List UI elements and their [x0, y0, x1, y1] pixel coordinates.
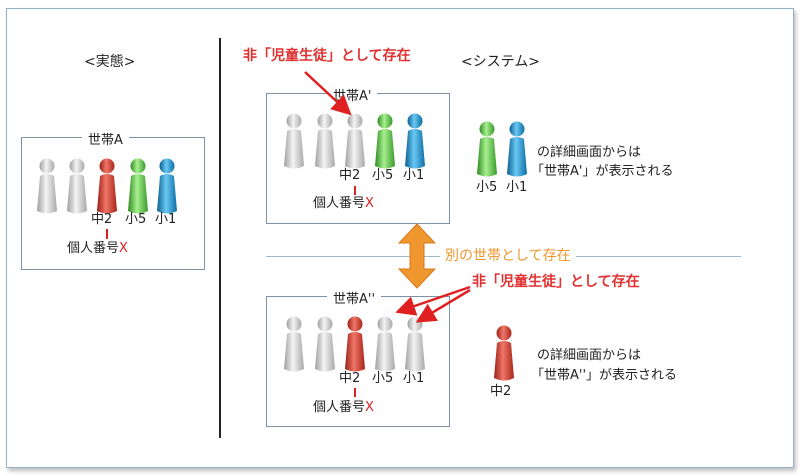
id-connector — [354, 186, 356, 195]
pawn-blue-icon — [155, 157, 179, 215]
individual-number-label: 個人番号X — [313, 400, 374, 415]
left-title: <実態> — [84, 54, 136, 70]
right-title: <システム> — [461, 54, 541, 70]
callout-top-label: 非「児童生徒」として存在 — [243, 48, 411, 64]
double-arrow-icon — [397, 223, 437, 289]
pawn-green-icon — [373, 112, 397, 170]
diagram-frame — [6, 8, 794, 468]
pawn-gray-icon — [313, 112, 337, 170]
pawn-gray-icon — [313, 315, 337, 373]
label-junior-high-2: 中2 — [339, 168, 361, 183]
separator-label: 別の世帯として存在 — [440, 248, 576, 264]
pawn-gray-icon — [282, 315, 306, 373]
side-label-junior-high-2: 中2 — [490, 384, 512, 399]
pawn-gray-icon — [403, 315, 427, 373]
side-label-elementary-1: 小1 — [506, 180, 528, 195]
label-elementary-5: 小5 — [125, 212, 147, 227]
label-elementary-1: 小1 — [403, 371, 425, 386]
pawn-blue-icon — [403, 112, 427, 170]
divider-line — [219, 38, 221, 438]
detail-note-line1: の詳細画面からは — [537, 145, 642, 160]
pawn-red-icon — [343, 315, 367, 373]
id-connector — [106, 229, 108, 239]
individual-number-label: 個人番号X — [313, 196, 374, 211]
pawn-red-icon — [492, 324, 516, 382]
household-a-prime-caption: 世帯A' — [327, 85, 378, 104]
detail-note-line1: の詳細画面からは — [537, 348, 642, 363]
side-label-elementary-5: 小5 — [476, 180, 498, 195]
callout-bottom-label: 非「児童生徒」として存在 — [472, 274, 640, 290]
pawn-blue-icon — [505, 120, 529, 178]
pawn-gray-icon — [65, 157, 89, 215]
pawn-green-icon — [126, 157, 150, 215]
label-junior-high-2: 中2 — [91, 212, 113, 227]
id-connector — [354, 388, 356, 397]
pawn-gray-icon — [343, 112, 367, 170]
label-elementary-1: 小1 — [155, 212, 177, 227]
pawn-gray-icon — [282, 112, 306, 170]
household-a-caption: 世帯A — [82, 129, 129, 148]
label-elementary-5: 小5 — [372, 371, 394, 386]
label-junior-high-2: 中2 — [339, 371, 361, 386]
label-elementary-5: 小5 — [372, 168, 394, 183]
pawn-gray-icon — [373, 315, 397, 373]
pawn-red-icon — [95, 157, 119, 215]
household-a-double-prime-caption: 世帯A'' — [327, 288, 382, 307]
pawn-green-icon — [475, 120, 499, 178]
detail-note-line2: 「世帯A'」が表示される — [531, 164, 674, 179]
detail-note-line2: 「世帯A''」が表示される — [531, 368, 678, 383]
label-elementary-1: 小1 — [403, 168, 425, 183]
pawn-gray-icon — [35, 157, 59, 215]
individual-number-label: 個人番号X — [67, 241, 128, 256]
